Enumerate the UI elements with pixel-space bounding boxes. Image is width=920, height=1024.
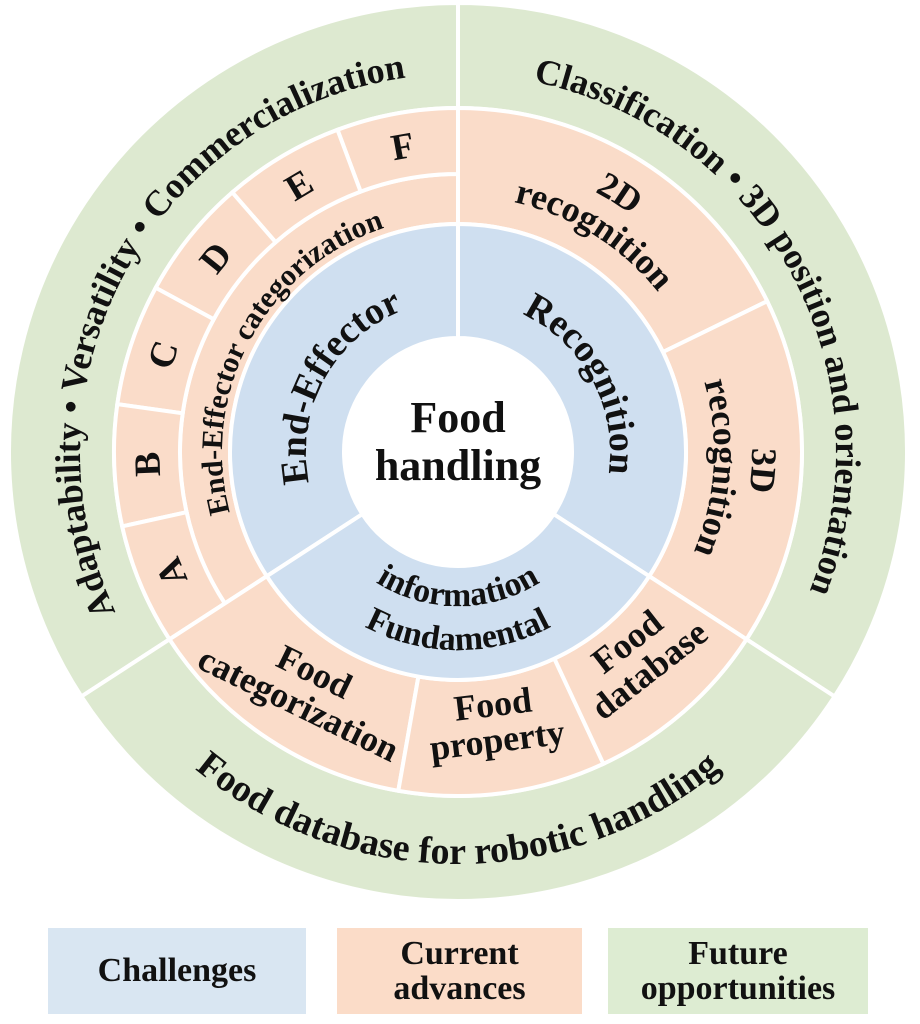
segment-recognition xyxy=(456,221,688,579)
segment-letter-B xyxy=(111,401,189,529)
segment-end-effector xyxy=(228,221,460,579)
center-label-line1: Food xyxy=(410,393,505,442)
legend-challenges-label: Challenges xyxy=(97,952,257,990)
legend-challenges: Challenges xyxy=(48,928,306,1014)
legend-current-advances: Current advances xyxy=(337,928,582,1014)
segment-letter-A xyxy=(119,509,228,643)
label-3d-line1: 3D xyxy=(742,448,785,495)
legend-future-opportunities-label: Future opportunities xyxy=(640,934,836,1007)
center-label-line2: handling xyxy=(375,441,541,490)
sunburst-diagram: Food handling Adaptability • Versatility… xyxy=(9,3,907,901)
segment-letter-E xyxy=(229,127,364,246)
segment-letter-D xyxy=(152,189,279,323)
center-circle xyxy=(346,340,570,564)
legend-future-opportunities: Future opportunities xyxy=(608,928,868,1014)
segment-letter-C xyxy=(115,285,217,416)
label-food-property-line1: Food xyxy=(452,680,534,729)
diagram-svg: Food handling Adaptability • Versatility… xyxy=(9,3,907,901)
letter-b: B xyxy=(127,451,169,477)
legend: Challenges Current advances Future oppor… xyxy=(0,910,920,1024)
segment-fundamental-information xyxy=(264,511,652,682)
legend-current-advances-label: Current advances xyxy=(393,934,526,1007)
